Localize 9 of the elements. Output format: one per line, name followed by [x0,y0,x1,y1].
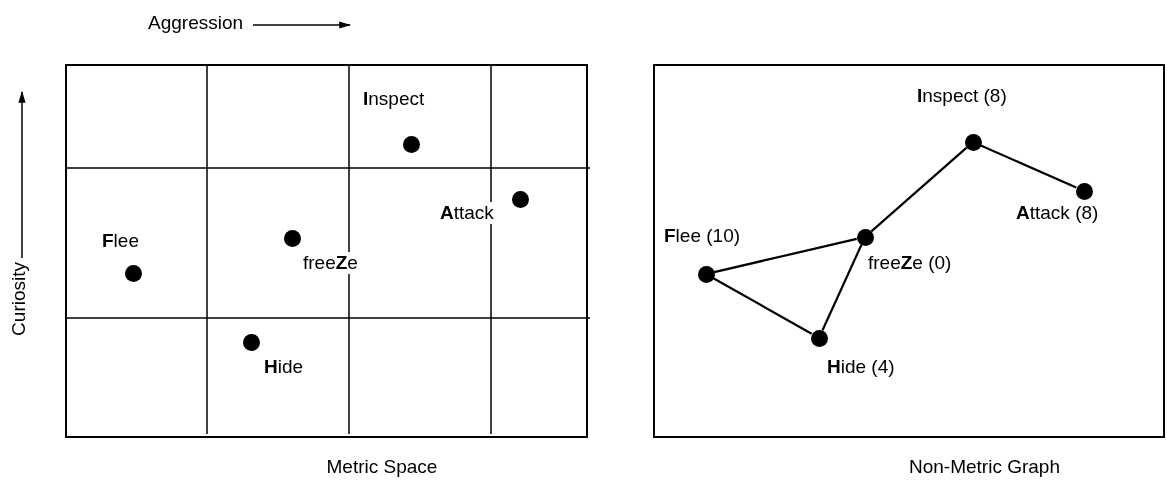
connector-line [821,244,863,331]
connector-line [714,237,857,274]
panel-caption: Non-Metric Graph [909,456,1060,478]
point-label: Attack [440,202,494,224]
connector-line [870,146,968,233]
point-label: freeZe [303,252,358,274]
connector-line [980,144,1077,189]
connector-line [712,277,813,335]
panel-caption: Metric Space [326,456,438,478]
